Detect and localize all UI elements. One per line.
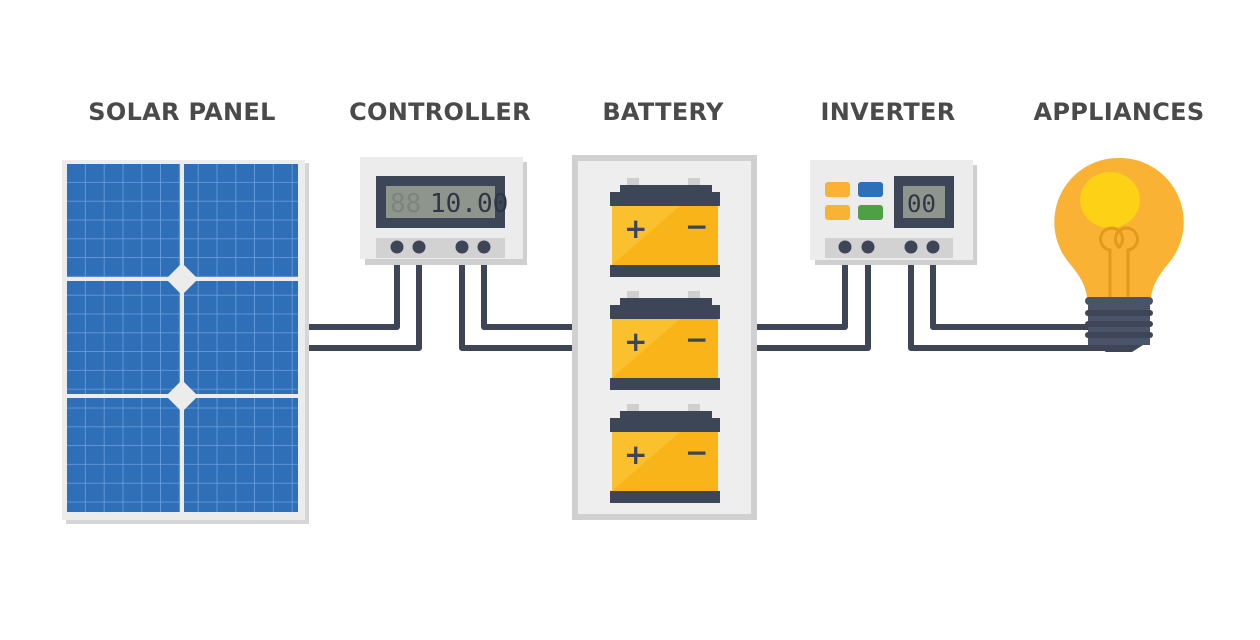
label-inverter: INVERTER [820, 98, 956, 126]
wire-controller-battery-1 [459, 247, 578, 351]
battery-negative: − [685, 436, 708, 469]
battery-negative: − [685, 323, 708, 356]
battery-positive: + [624, 212, 647, 245]
solar-panel [62, 160, 309, 524]
wire-panel-controller-1 [303, 247, 400, 330]
battery: + − [610, 404, 720, 503]
wire-battery-inverter-2 [752, 247, 871, 351]
label-solar-panel: SOLAR PANEL [88, 98, 276, 126]
solar-cell [67, 164, 180, 277]
wire-inverter-bulb-2 [930, 247, 1095, 330]
label-controller: CONTROLLER [349, 98, 531, 126]
wire-panel-controller-2 [303, 247, 422, 351]
controller: 88 10.00 [360, 157, 527, 265]
battery-positive: + [624, 438, 647, 471]
solar-cell [67, 398, 180, 512]
solar-cell [184, 164, 298, 277]
inverter-button-orange [825, 182, 850, 197]
solar-cell [67, 281, 180, 394]
battery-positive: + [624, 325, 647, 358]
battery-negative: − [685, 210, 708, 243]
solar-cell [184, 281, 298, 394]
label-appliances: APPLIANCES [1033, 98, 1205, 126]
wire-inverter-bulb-1 [908, 247, 1125, 351]
battery: + − [610, 178, 720, 277]
battery-bank: + − + − + − [572, 155, 757, 520]
inverter-button-green [858, 205, 883, 220]
inverter-display: 00 [907, 190, 936, 218]
wires [303, 247, 1125, 351]
battery: + − [610, 291, 720, 390]
controller-display: 10.00 [430, 189, 508, 219]
wire-battery-inverter-1 [752, 247, 848, 330]
inverter: 00 [810, 160, 977, 265]
solar-cell [184, 398, 298, 512]
wire-controller-battery-2 [481, 247, 578, 330]
inverter-button-blue [858, 182, 883, 197]
light-bulb-icon [1054, 157, 1184, 352]
svg-text:88: 88 [390, 189, 421, 219]
inverter-button-orange [825, 205, 850, 220]
label-battery: BATTERY [602, 98, 724, 126]
